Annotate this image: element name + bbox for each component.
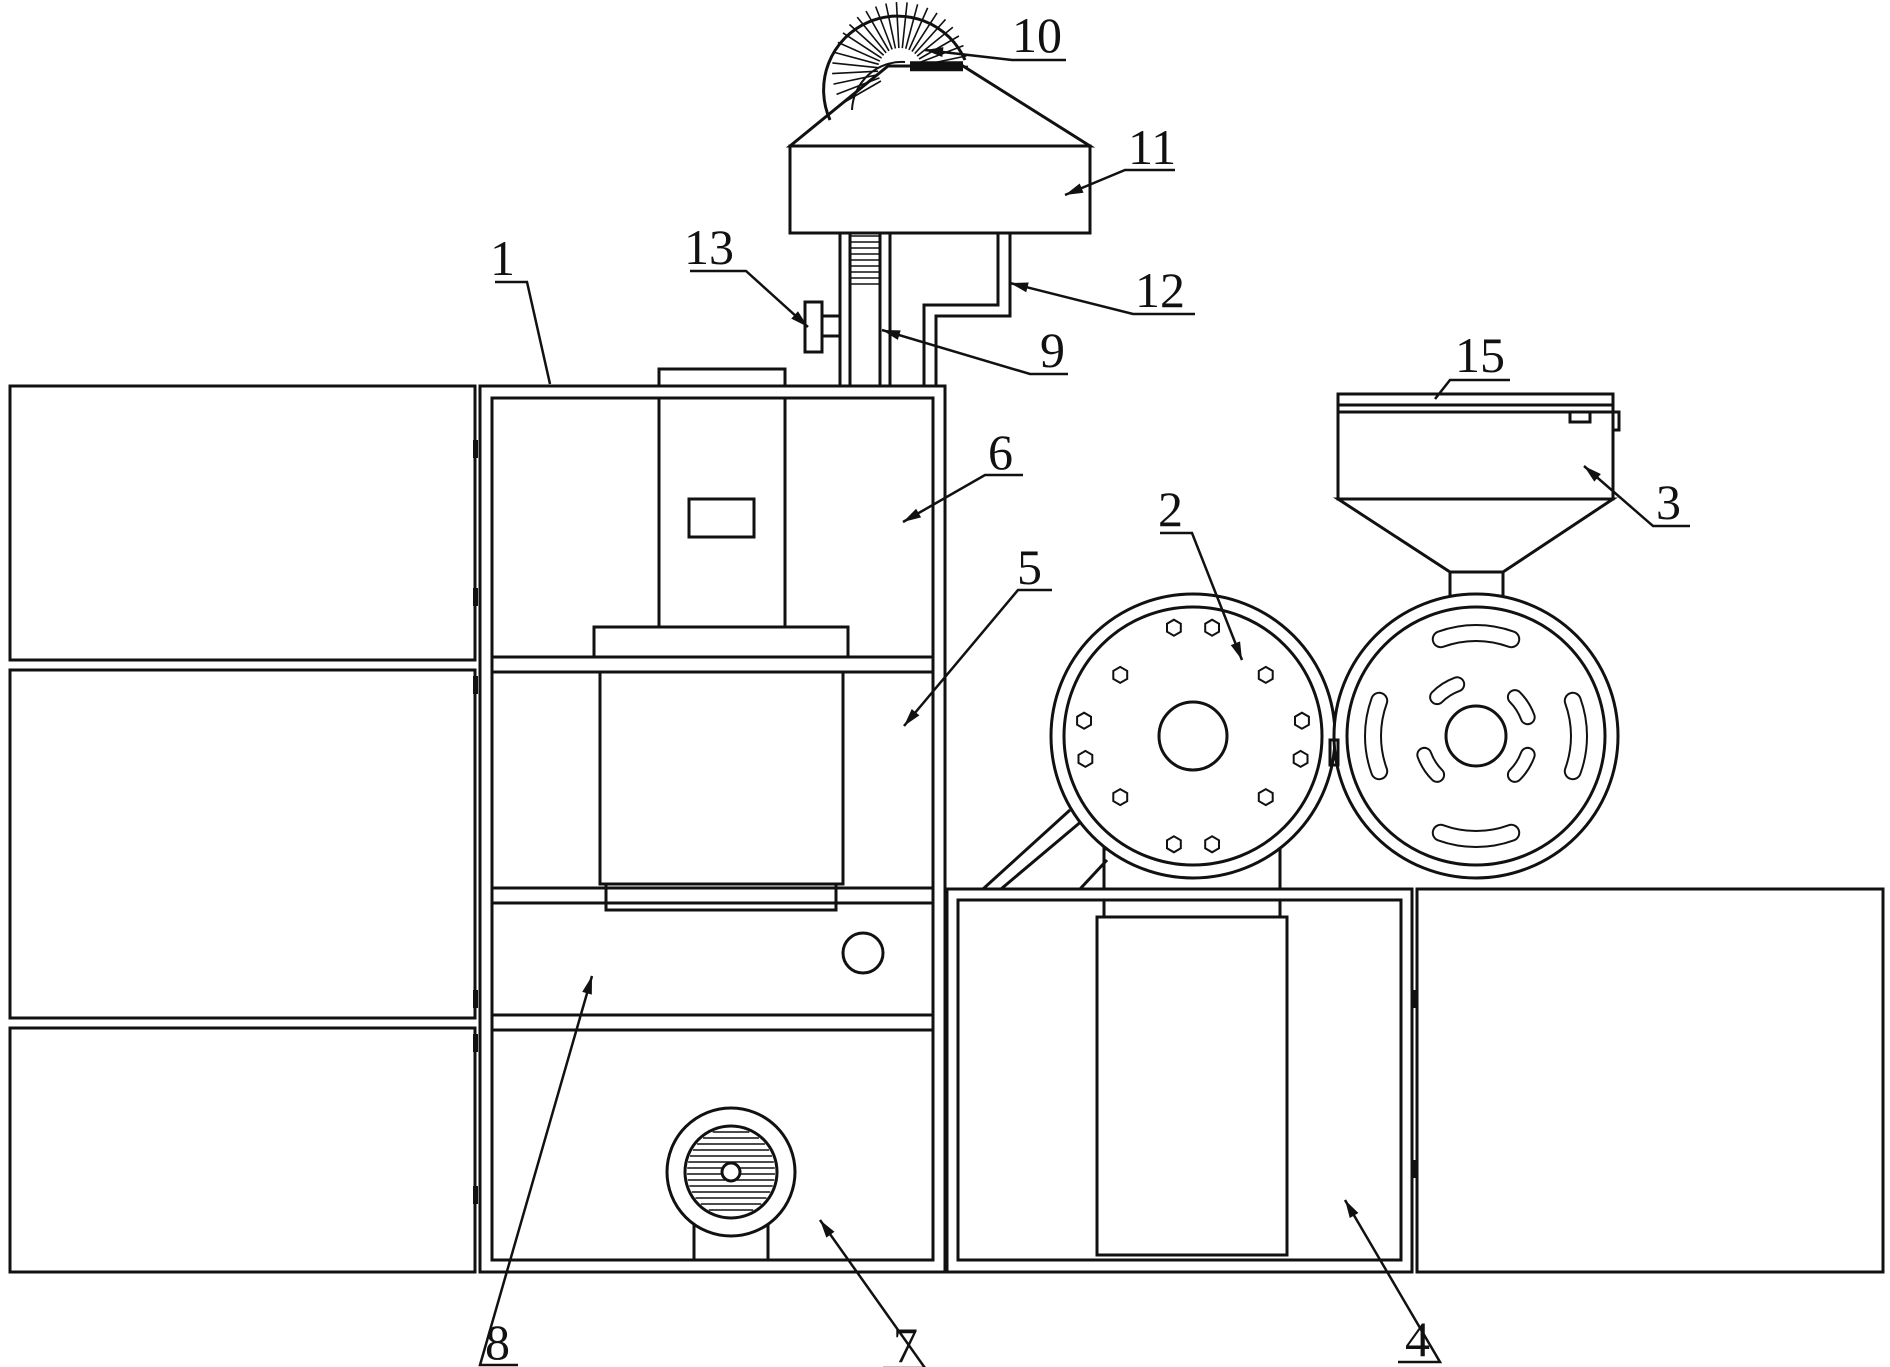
label-13: 13 (684, 219, 734, 275)
left-panel-middle (8, 668, 477, 1020)
upper-unit (592, 367, 850, 659)
label-1: 1 (490, 230, 515, 286)
label-7: 7 (893, 1317, 918, 1367)
label-3: 3 (1656, 474, 1681, 530)
label-12: 12 (1135, 262, 1185, 318)
leader-lines (478, 47, 1690, 1367)
label-10: 10 (1012, 7, 1062, 63)
roller-contact (1328, 738, 1340, 767)
right-panel (1411, 887, 1885, 1274)
hinge (473, 990, 478, 1008)
hinge (473, 1186, 478, 1204)
hinge (473, 588, 478, 606)
hood-box (788, 144, 1092, 235)
drawer-knob (841, 931, 885, 975)
label-15: 15 (1455, 327, 1505, 383)
roller-2 (1049, 592, 1337, 880)
lower-right-cabinet (945, 887, 1414, 1274)
exhaust-assembly (785, 2, 1096, 386)
label-2: 2 (1158, 481, 1183, 537)
hinge (473, 440, 478, 458)
exhaust-fan (822, 2, 968, 121)
hopper-lid (1336, 392, 1615, 407)
left-panel-bottom (8, 1026, 477, 1274)
hopper (1332, 392, 1621, 604)
blower (665, 1106, 797, 1262)
left-panel-top (8, 384, 477, 662)
label-9: 9 (1040, 322, 1065, 378)
hinge (473, 676, 478, 694)
roller-supports (981, 808, 1282, 891)
label-6: 6 (988, 424, 1013, 480)
label-4: 4 (1405, 1311, 1430, 1367)
display-window (687, 497, 756, 539)
label-11: 11 (1128, 119, 1176, 175)
hinge (473, 1034, 478, 1052)
middle-unit (598, 670, 845, 912)
roller-3 (1332, 592, 1620, 880)
label-5: 5 (1017, 539, 1042, 595)
label-8: 8 (485, 1314, 510, 1367)
left-panels (8, 384, 478, 1274)
